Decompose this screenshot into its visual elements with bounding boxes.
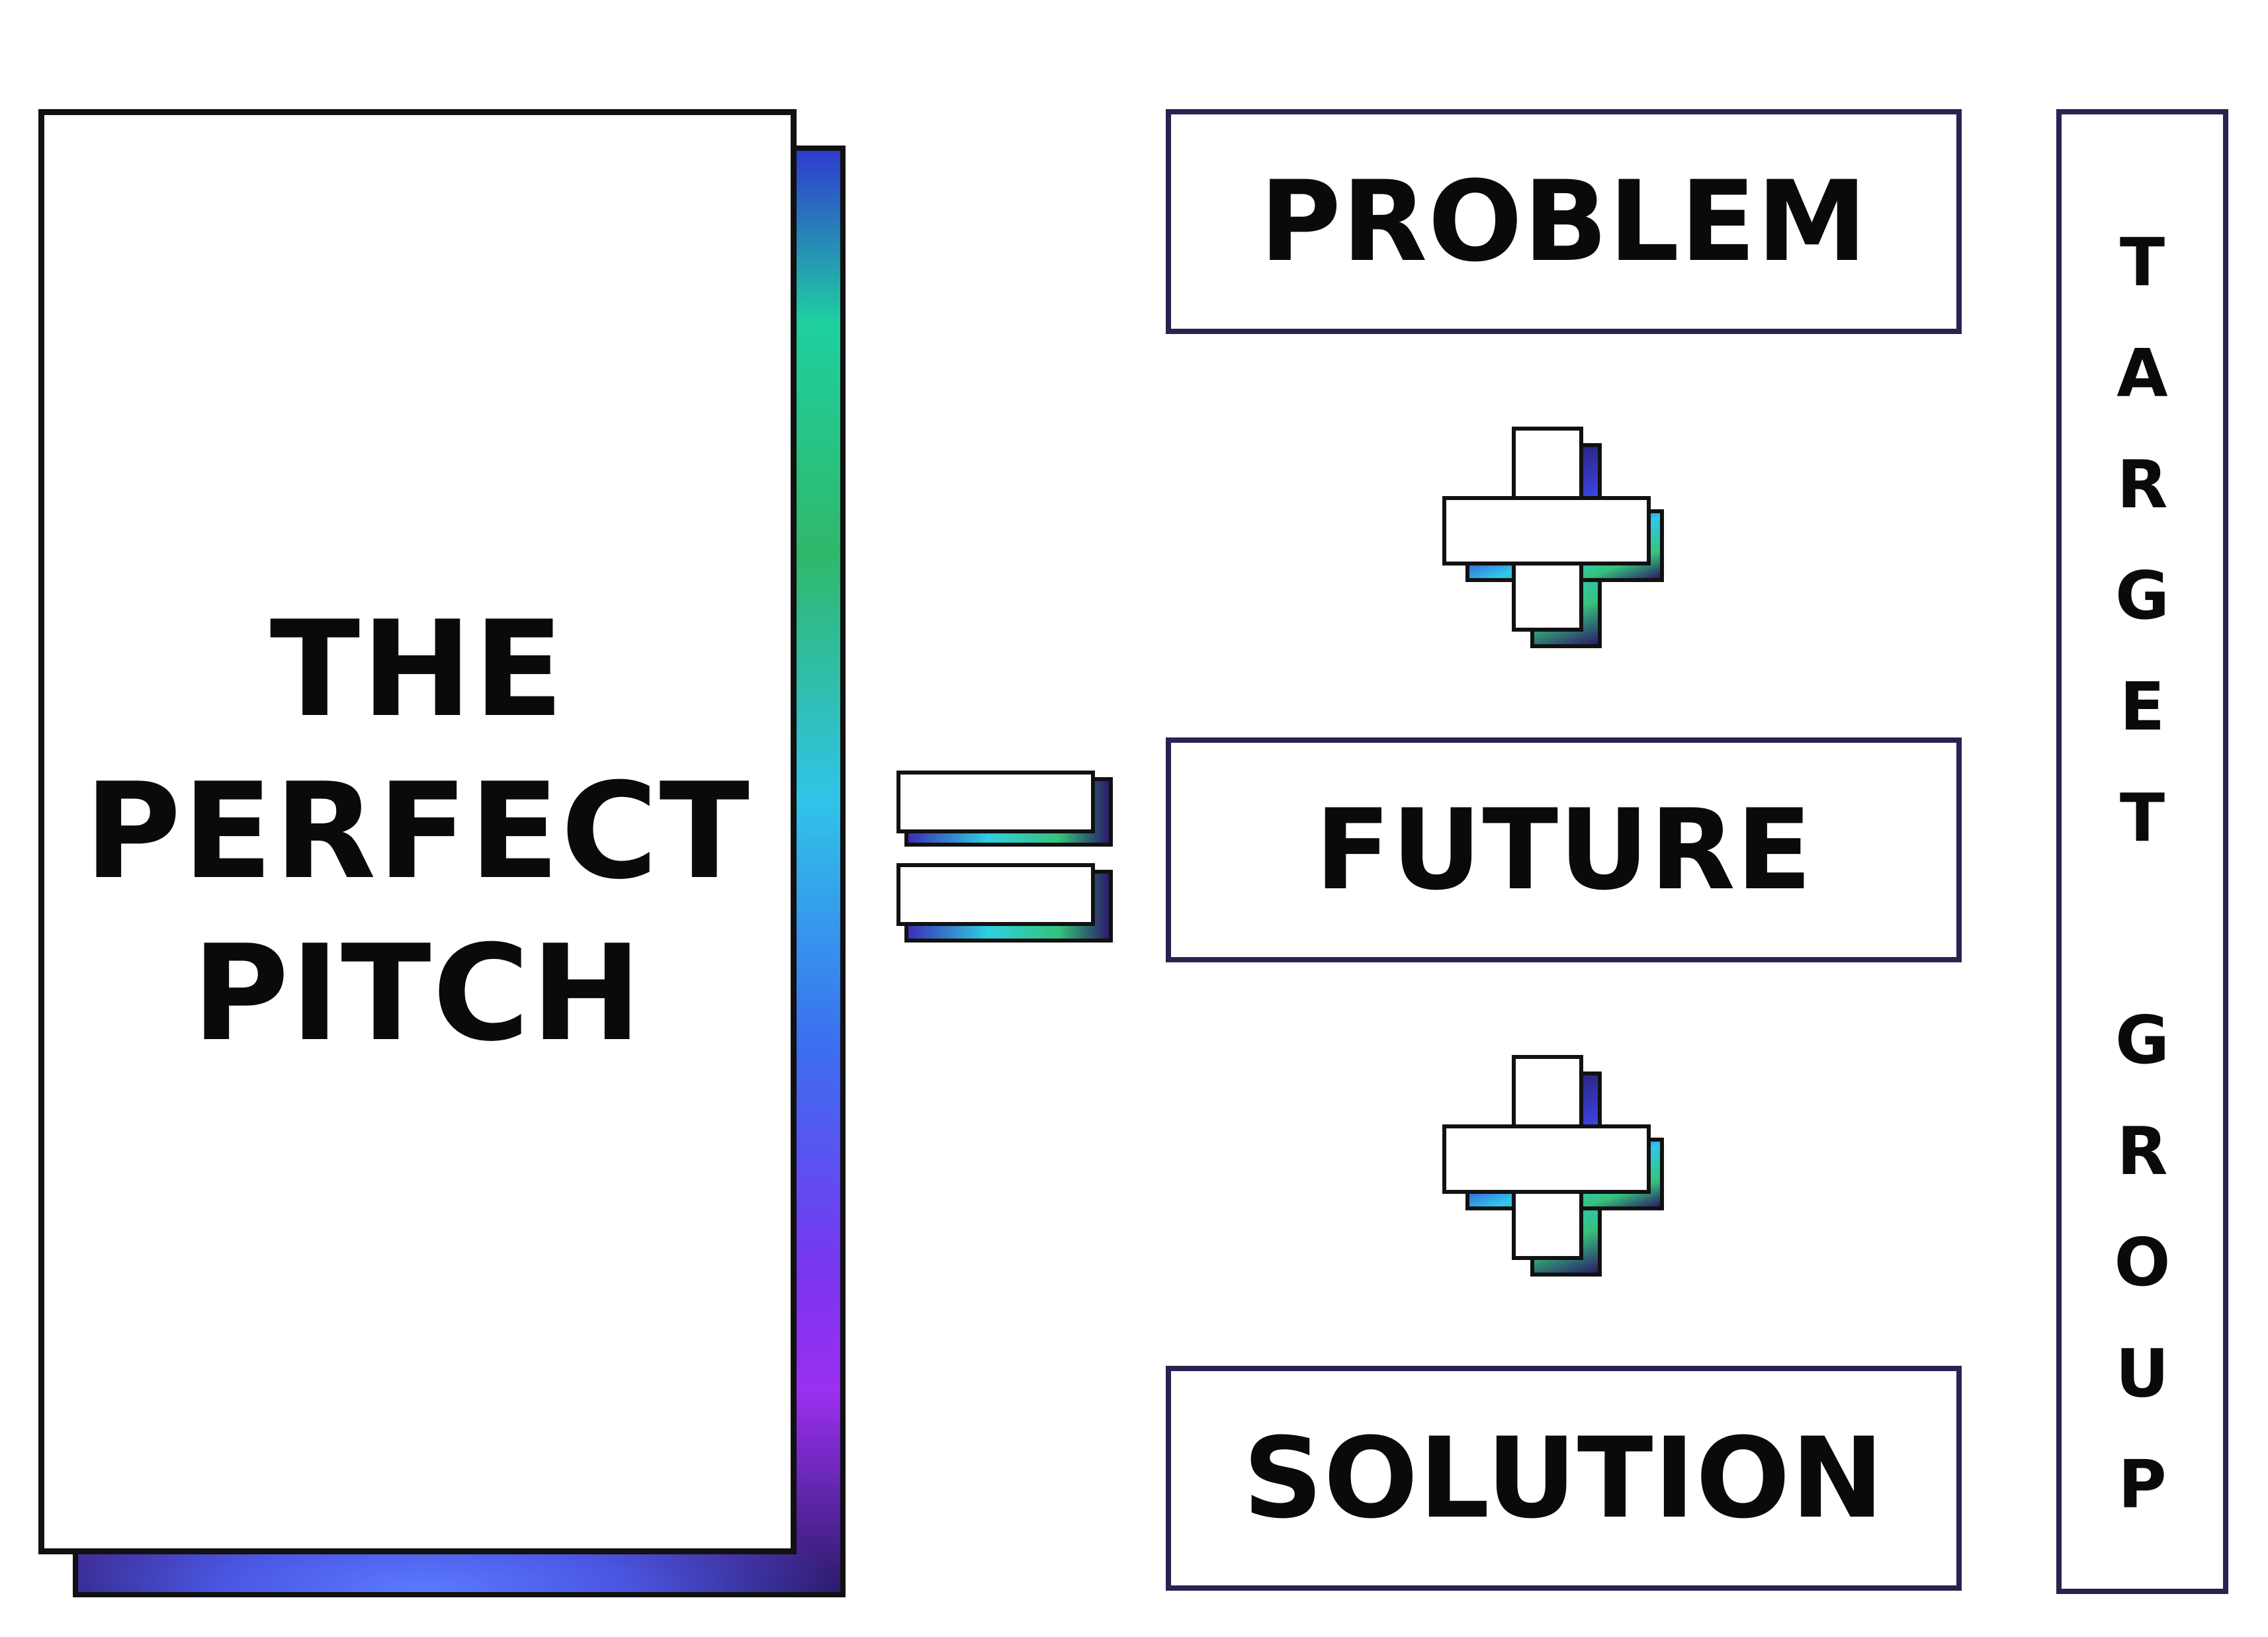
problem-label: PROBLEM	[1259, 157, 1868, 286]
side-letter: G	[2115, 1001, 2170, 1079]
equals-icon	[896, 771, 1115, 949]
equals-top-bar	[896, 771, 1095, 833]
plus-icon	[1439, 1055, 1677, 1280]
target-group-column: T A R G E T G R O U P	[2056, 109, 2228, 1594]
side-letter: P	[2118, 1446, 2167, 1523]
side-letter: R	[2116, 446, 2168, 523]
side-letter: R	[2116, 1112, 2168, 1190]
side-letter: G	[2115, 557, 2170, 634]
equals-bottom-bar	[896, 863, 1095, 926]
side-letter: T	[2119, 224, 2165, 301]
problem-box: PROBLEM	[1166, 109, 1962, 334]
plus-horizontal	[1442, 496, 1651, 566]
future-label: FUTURE	[1315, 785, 1813, 915]
perfect-pitch-card: THE PERFECT PITCH	[38, 109, 797, 1554]
solution-box: SOLUTION	[1166, 1366, 1962, 1591]
future-box: FUTURE	[1166, 737, 1962, 962]
plus-horizontal	[1442, 1124, 1651, 1194]
solution-label: SOLUTION	[1243, 1413, 1885, 1543]
side-letter: A	[2116, 335, 2168, 412]
plus-icon	[1439, 427, 1677, 651]
side-letter: O	[2114, 1224, 2171, 1301]
card-line-2: PERFECT	[84, 755, 751, 909]
side-letter: E	[2119, 668, 2165, 745]
card-line-1: THE	[269, 593, 566, 747]
card-line-3: PITCH	[192, 917, 643, 1071]
side-letter: T	[2119, 779, 2165, 857]
side-letter: U	[2115, 1335, 2169, 1412]
